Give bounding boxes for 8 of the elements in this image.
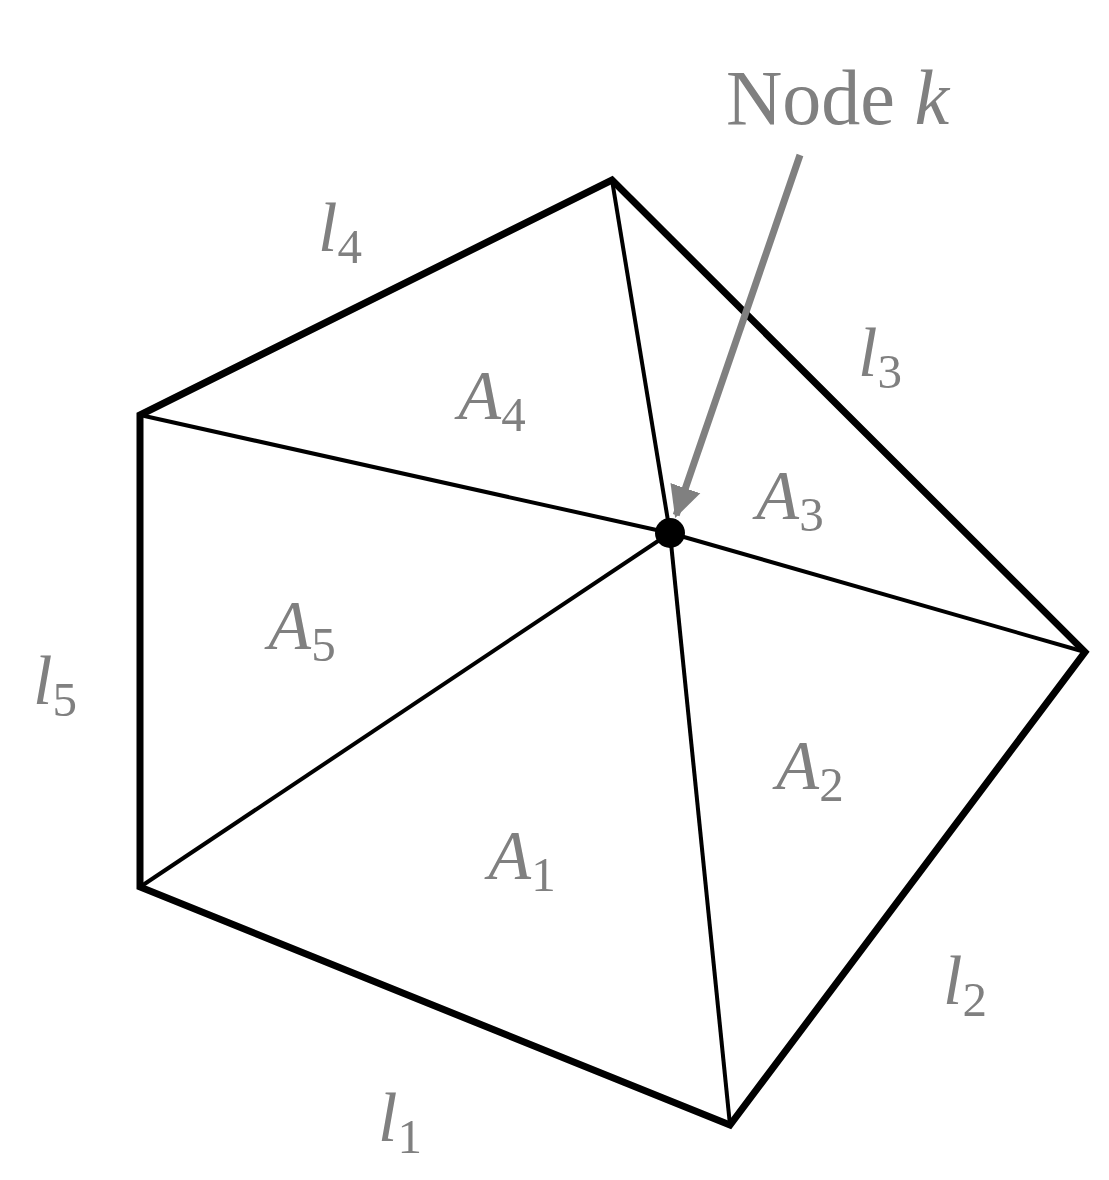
area-label: l$_{5}$ <box>33 645 77 725</box>
area-label: l$_{3}$ <box>858 317 902 397</box>
arrow <box>670 153 804 518</box>
node-label: Node k <box>680 45 995 150</box>
area-label: l$_{1}$ <box>378 1082 422 1162</box>
area-label: l$_{4}$ <box>318 192 362 272</box>
node-dot <box>655 518 685 548</box>
area-label: l$_{2}$ <box>943 945 987 1025</box>
